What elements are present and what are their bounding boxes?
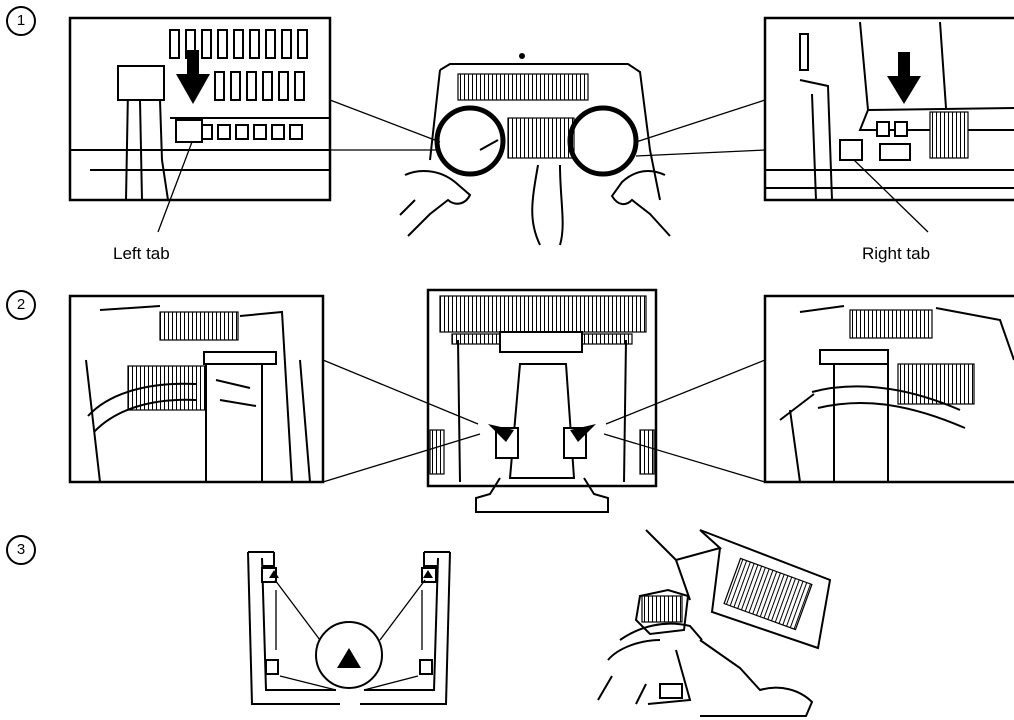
left-tab-label: Left tab: [113, 244, 170, 263]
step-1-center-view: [329, 53, 766, 246]
step-1-left-detail: [68, 16, 332, 233]
right-tab-label: Right tab: [862, 244, 931, 263]
step-2-right-detail: [763, 294, 1014, 484]
step-1-marker: 1: [6, 6, 36, 36]
step-1-right-detail: [763, 16, 1014, 233]
step-3-attach-illustration: [597, 529, 832, 717]
step-3-marker: 3: [6, 535, 36, 565]
step-2-left-detail: [68, 294, 325, 484]
step-3-stand-base-diagram: [247, 551, 451, 705]
step-2-marker: 2: [6, 290, 36, 320]
step-2-center-view: [322, 288, 766, 513]
